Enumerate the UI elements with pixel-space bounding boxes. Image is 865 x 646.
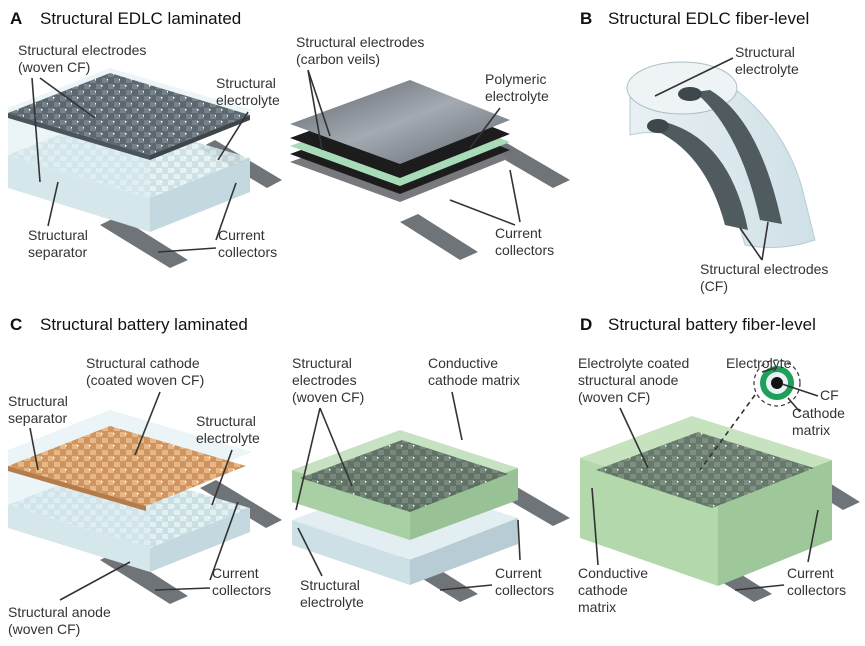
label-d-cathode: Cathode matrix (792, 405, 849, 438)
leader-a2-electrodes (307, 69, 331, 151)
leader-d-cathode (787, 397, 801, 413)
conductive-cathode-matrix-c2 (292, 430, 518, 540)
panel-a2-stack: Structural electrodes (carbon veils) Pol… (290, 34, 570, 260)
leader-c-separator (29, 427, 39, 471)
leader-a-separator (47, 181, 59, 227)
structural-electrode-woven (8, 73, 250, 160)
current-collector-c-top (200, 480, 282, 528)
layer-top-veil (290, 80, 510, 164)
label-d-anode: Electrolyte coated structural anode (wov… (578, 355, 693, 405)
leader-a-electrolyte (217, 111, 249, 161)
label-d-cf: CF (820, 387, 839, 403)
leader-c-collectors (154, 501, 239, 591)
label-a2-collectors: Current collectors (495, 225, 554, 258)
panel-c: C Structural battery laminated Structura… (8, 315, 282, 637)
leader-d-cf (781, 383, 819, 397)
label-d-collectors: Current collectors (787, 565, 846, 598)
panel-c-letter: C (10, 315, 22, 334)
label-c-collectors: Current collectors (212, 565, 271, 598)
label-a2-electrolyte: Polymeric electrolyte (485, 71, 550, 104)
label-b-electrodes: Structural electrodes (CF) (700, 261, 832, 294)
leader-b-electrolyte (654, 57, 734, 97)
leader-b-electrodes (739, 221, 769, 261)
leader-d-electrolyte (761, 367, 776, 373)
label-c2-matrix: Conductive cathode matrix (428, 355, 520, 388)
fiber-tube (626, 61, 816, 249)
current-collector-top-veil (488, 142, 570, 188)
panel-a-letter: A (10, 9, 22, 28)
panel-d-title: Structural battery fiber-level (608, 315, 816, 334)
leader-c2-electrodes (295, 407, 353, 511)
leader-c2-matrix (451, 391, 463, 441)
label-b-electrolyte: Structural electrolyte (735, 44, 799, 77)
panel-b-title: Structural EDLC fiber-level (608, 9, 809, 28)
panel-a-title: Structural EDLC laminated (40, 9, 241, 28)
leader-d-zoom (699, 394, 756, 471)
leader-c-cathode (134, 391, 161, 456)
label-d-electrolyte: Electrolyte (726, 355, 792, 371)
leader-c-electrolyte (211, 449, 233, 506)
label-c2-collectors: Current collectors (495, 565, 554, 598)
label-a-collectors: Current collectors (218, 227, 277, 260)
current-collector-bottom-veil (400, 214, 478, 260)
structural-cathode-layer (8, 426, 246, 511)
leader-c2-electrolyte (297, 527, 323, 577)
label-c-separator: Structural separator (8, 393, 72, 426)
label-a2-electrodes: Structural electrodes (carbon veils) (296, 34, 428, 67)
leader-a2-collectors (449, 169, 521, 226)
panel-d: D Structural battery fiber-level Electro… (578, 315, 860, 615)
leader-a2-electrolyte (469, 107, 501, 149)
panel-b: B Structural EDLC fiber-level Structural… (580, 9, 832, 294)
label-c-anode: Structural anode (woven CF) (8, 604, 115, 637)
leader-d-anode (619, 407, 649, 469)
leader-d-collectors (734, 509, 819, 591)
label-d-matrix: Conductive cathode matrix (578, 565, 652, 615)
label-a-electrolyte: Structural electrolyte (216, 75, 280, 108)
panel-c2-stack: Structural electrodes (woven CF) Conduct… (292, 355, 570, 610)
label-c2-electrodes: Structural electrodes (woven CF) (292, 355, 364, 405)
leader-c2-collectors (439, 519, 521, 591)
leader-a-electrodes (31, 77, 96, 183)
panel-c-title: Structural battery laminated (40, 315, 248, 334)
label-c-cathode: Structural cathode (coated woven CF) (86, 355, 204, 388)
label-c-electrolyte: Structural electrolyte (196, 413, 260, 446)
leader-c-anode (59, 561, 131, 601)
label-c2-electrolyte: Structural electrolyte (300, 577, 364, 610)
conductive-cathode-matrix-d (580, 416, 832, 586)
label-a-electrodes: Structural electrodes (woven CF) (18, 42, 150, 75)
label-a-separator: Structural separator (28, 227, 92, 260)
leader-a-collectors (157, 182, 237, 253)
panel-d-letter: D (580, 315, 592, 334)
current-collector-bottom (100, 216, 188, 268)
leader-d-matrix (591, 487, 599, 566)
panel-a: A Structural EDLC laminated Structural e… (8, 9, 282, 268)
current-collector-c-bottom (100, 551, 188, 604)
panel-b-letter: B (580, 9, 592, 28)
